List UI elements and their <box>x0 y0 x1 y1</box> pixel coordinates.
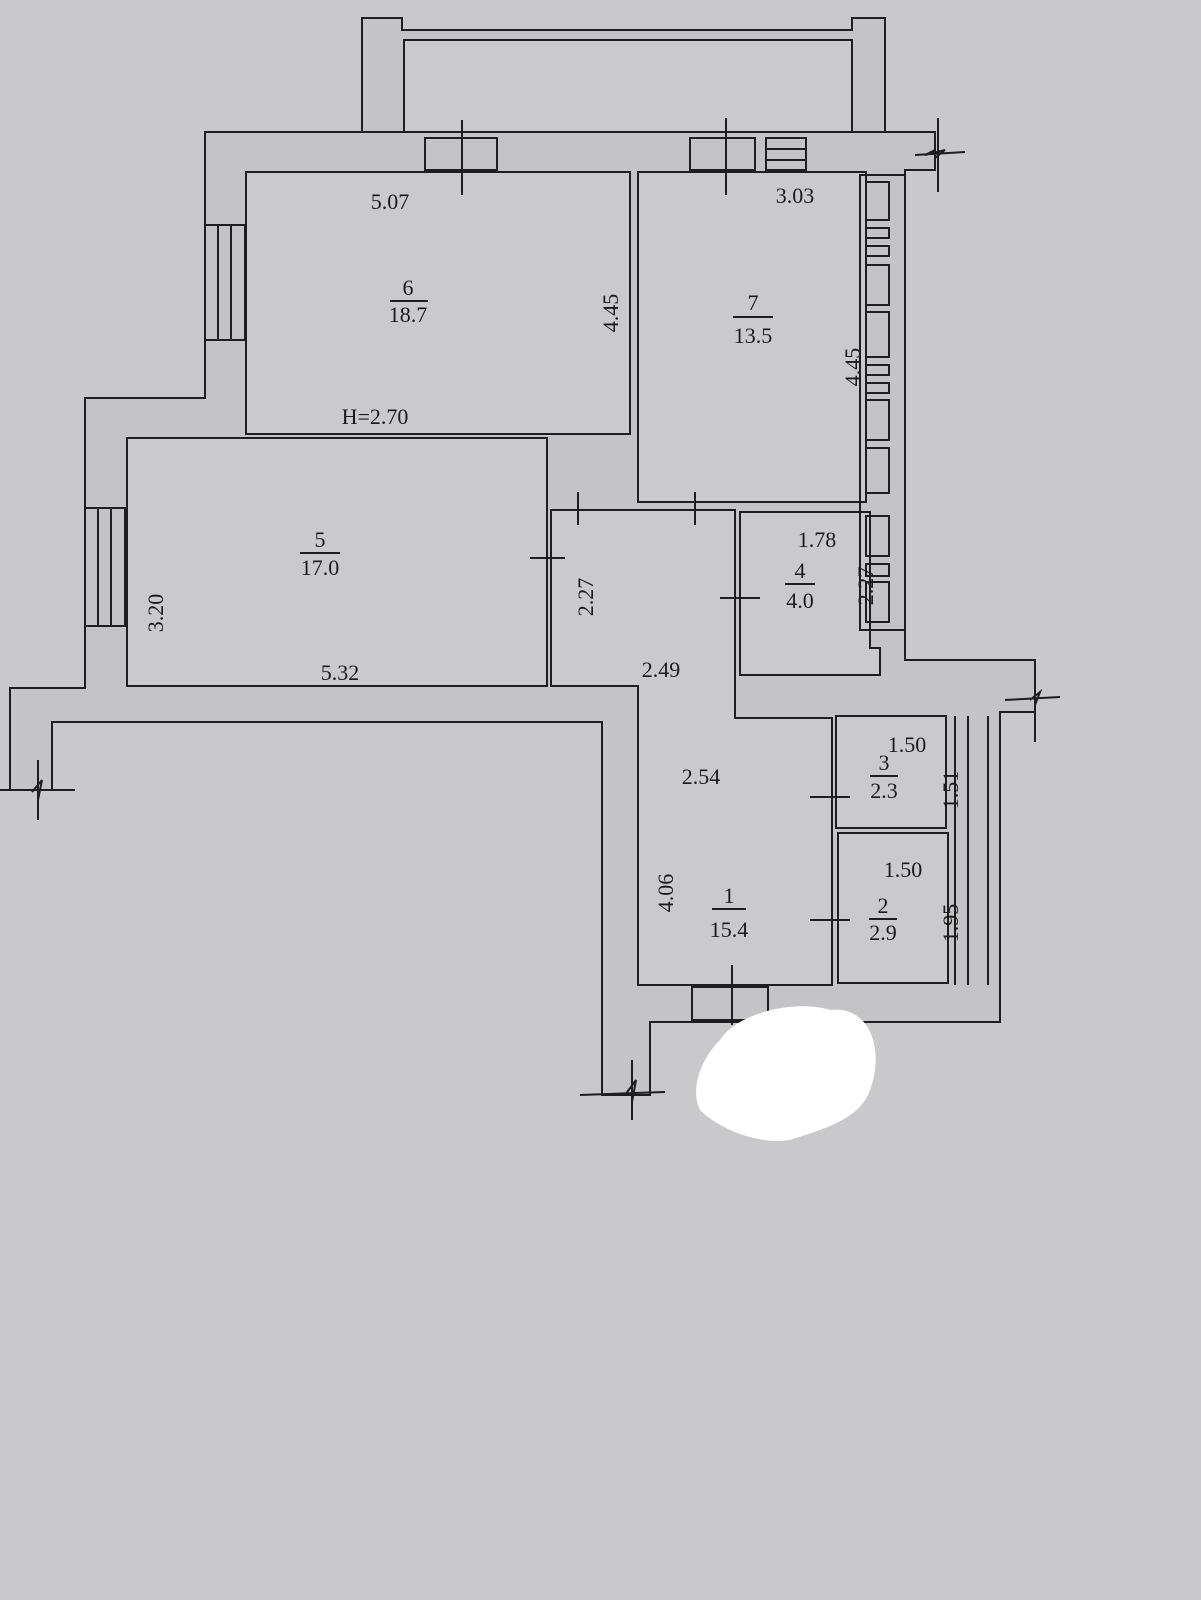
balcony <box>361 17 886 137</box>
dimension-room5-length: 3.20 <box>143 594 168 633</box>
dimension-room3-width: 1.50 <box>888 732 927 757</box>
break-marks <box>0 118 1061 1120</box>
dimension-hall-mid: 2.54 <box>682 764 721 789</box>
room-2-label: 2 2.9 <box>869 893 897 945</box>
dimension-room2-width: 1.50 <box>884 857 923 882</box>
room-area: 13.5 <box>734 323 773 348</box>
dimension-hall-top: 2.49 <box>642 657 681 682</box>
walls <box>9 131 1036 1096</box>
dimension-room5-width: 5.32 <box>321 660 360 685</box>
room-4-label: 4 4.0 <box>785 558 815 613</box>
room-number: 7 <box>748 290 759 315</box>
room-1-label: 1 15.4 <box>710 883 749 942</box>
dimension-room3-length: 1.51 <box>938 771 963 810</box>
room-number: 4 <box>795 558 806 583</box>
dimension-room7-length: 4.45 <box>840 348 865 387</box>
room-5-area <box>126 437 548 687</box>
room-area: 2.9 <box>869 920 897 945</box>
windows <box>84 137 807 1021</box>
dimension-hall-width: 2.27 <box>573 578 598 617</box>
room-number: 3 <box>879 750 890 775</box>
dimension-room2-length: 1.95 <box>938 904 963 943</box>
room-1-area <box>550 509 833 986</box>
doors <box>461 118 850 1025</box>
room-3-area <box>835 715 947 829</box>
room-4-area <box>739 511 881 676</box>
room-2-area <box>837 832 949 984</box>
dimension-room7-width: 3.03 <box>776 183 815 208</box>
room-6-label: 6 18.7 <box>389 275 428 327</box>
room-area: 2.3 <box>870 778 898 803</box>
room-area: 4.0 <box>786 588 814 613</box>
ventilation-shaft <box>859 174 906 631</box>
room-number: 1 <box>724 883 735 908</box>
room-number: 5 <box>315 527 326 552</box>
room-area: 18.7 <box>389 302 428 327</box>
room-7-label: 7 13.5 <box>733 290 773 348</box>
room-5-label: 5 17.0 <box>300 527 340 580</box>
room-area: 15.4 <box>710 917 749 942</box>
redaction-blob <box>696 1006 876 1141</box>
room-area: 17.0 <box>301 555 340 580</box>
dimension-room4-width: 1.78 <box>798 527 837 552</box>
room-number: 6 <box>403 275 414 300</box>
room-number: 2 <box>878 893 889 918</box>
dimension-room6-width: 5.07 <box>371 189 410 214</box>
dimension-room6-length: 4.45 <box>598 294 623 333</box>
ceiling-height: H=2.70 <box>342 404 409 429</box>
room-7-area <box>637 171 867 503</box>
dimension-room4-length: 2.27 <box>853 567 878 606</box>
room-6-area <box>245 171 631 435</box>
room-3-label: 3 2.3 <box>870 750 898 803</box>
dimension-room1-length: 4.06 <box>653 874 678 913</box>
